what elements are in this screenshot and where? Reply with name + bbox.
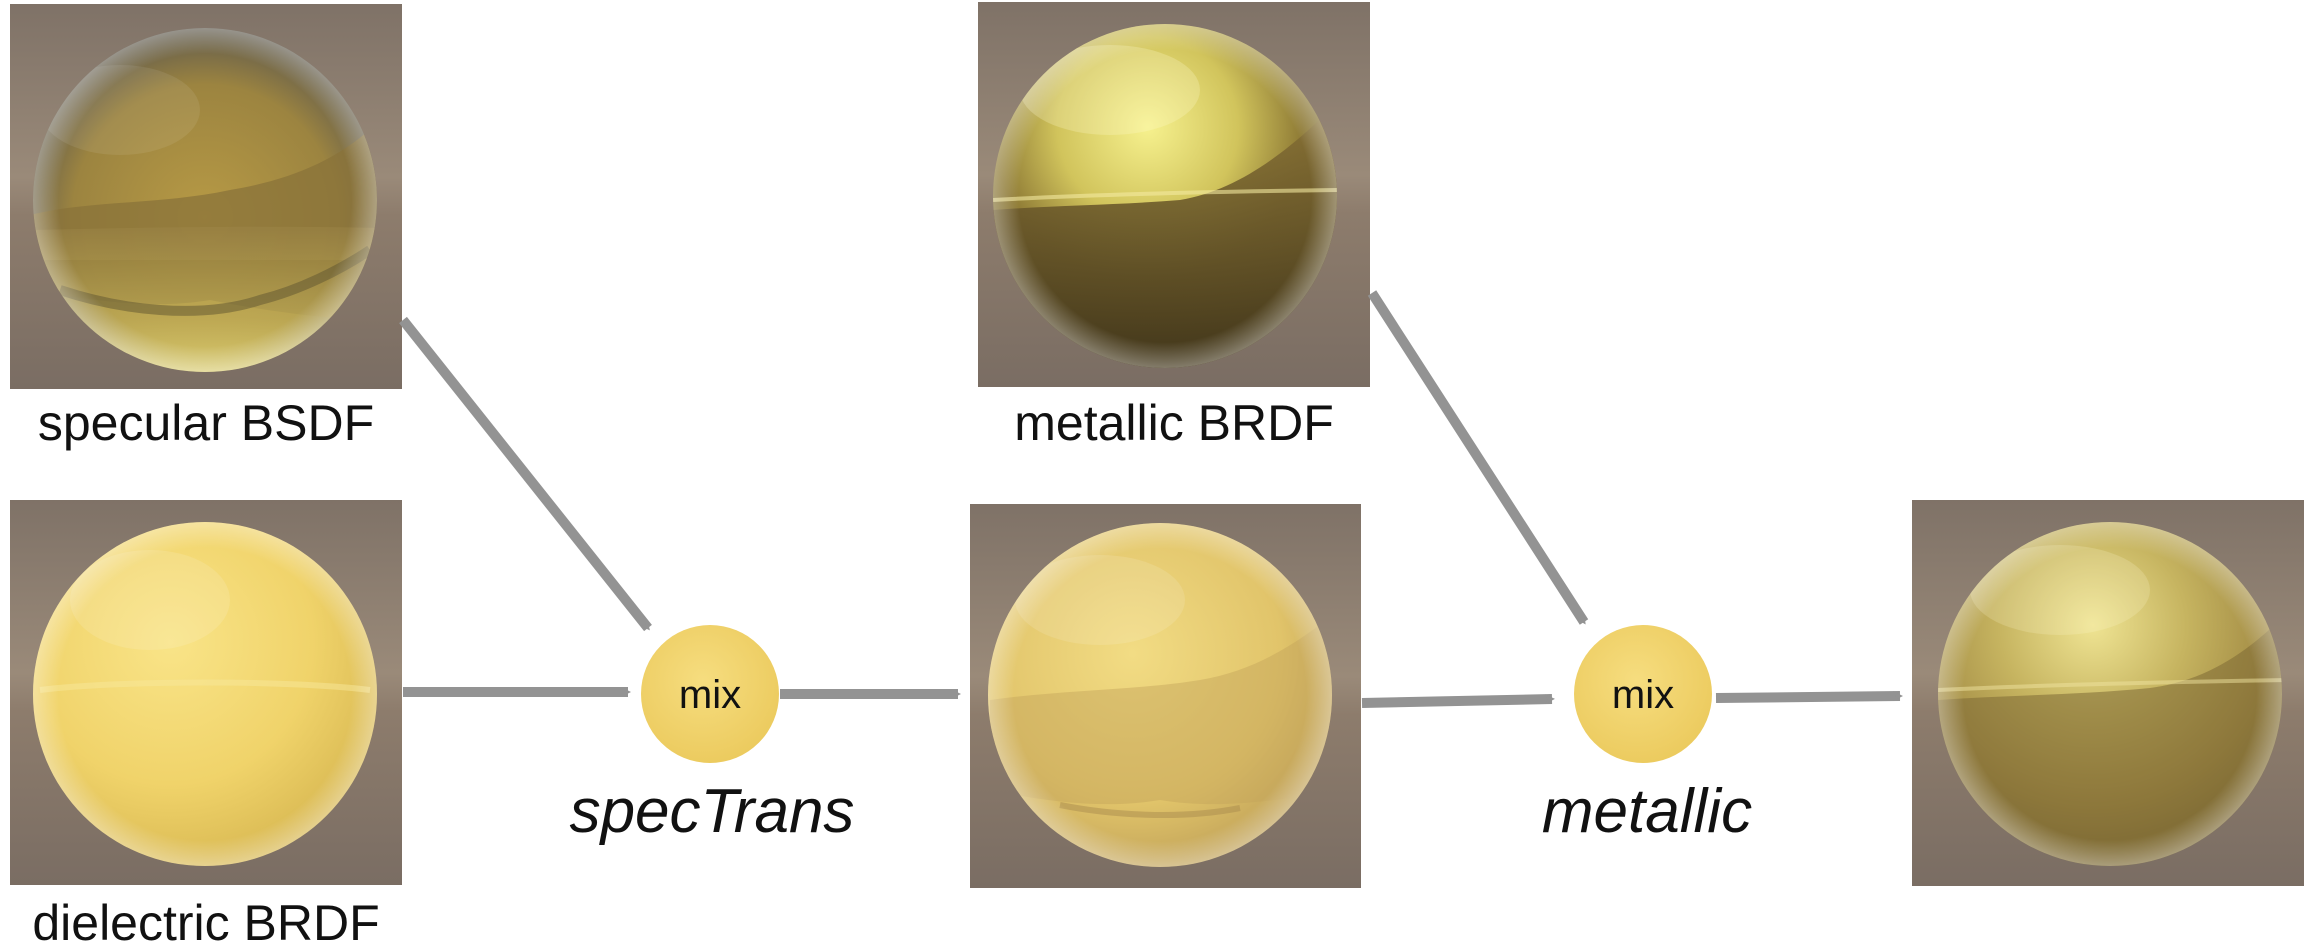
mix-node-1: mix	[641, 625, 779, 763]
metallic-parameter-label: metallic	[1542, 777, 1752, 846]
dielectric-brdf-label: dielectric BRDF	[32, 895, 379, 951]
dielectric-sphere	[33, 522, 377, 866]
intermediate-node	[970, 504, 1361, 888]
edge-specular-to-mix1	[399, 316, 652, 632]
edges	[399, 290, 1903, 708]
metallic-brdf-label: metallic BRDF	[1014, 395, 1333, 451]
edge-intermediate-to-mix2	[1361, 694, 1555, 708]
mix-node-2: mix	[1574, 625, 1712, 763]
mix-node-2-label: mix	[1612, 673, 1674, 717]
mixed-sphere	[988, 523, 1332, 867]
specular-bsdf-node	[10, 4, 402, 389]
edge-mix2-to-result	[1715, 691, 1903, 703]
mix-node-1-label: mix	[679, 673, 741, 717]
result-node	[1912, 500, 2304, 886]
metal-sphere	[993, 24, 1337, 368]
dielectric-brdf-node	[10, 500, 402, 885]
spectrans-parameter-label: specTrans	[570, 777, 855, 846]
specular-bsdf-label: specular BSDF	[38, 395, 374, 451]
metallic-brdf-node	[978, 2, 1370, 387]
edge-metallic-to-mix2	[1367, 290, 1589, 625]
result-sphere	[1938, 522, 2282, 866]
